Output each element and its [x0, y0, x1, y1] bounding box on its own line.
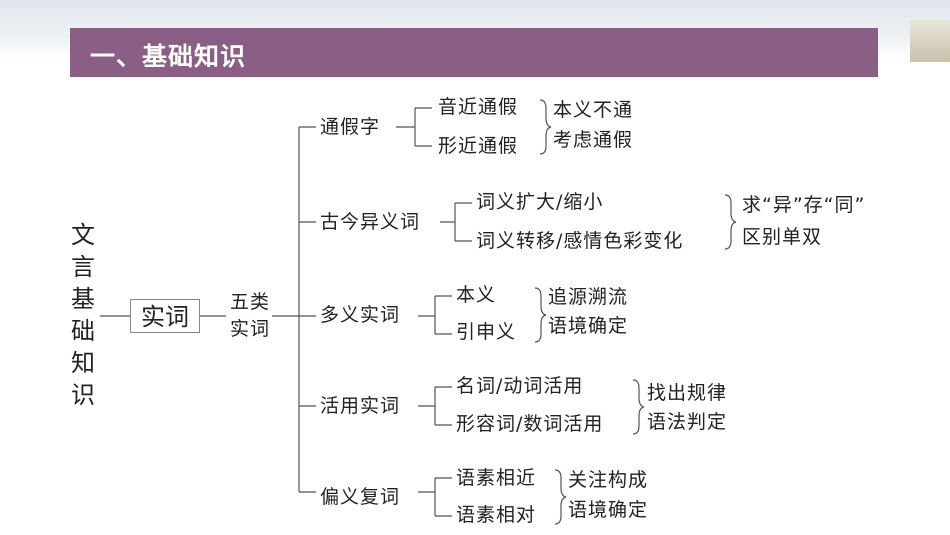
branch-item: 形容词/数词活用: [456, 413, 604, 435]
root-char: 文: [71, 221, 95, 249]
root-char: 识: [71, 381, 95, 409]
branch-item: 引申义: [456, 321, 517, 343]
root-char: 知: [71, 349, 95, 377]
branch-label: 偏义复词: [320, 486, 401, 508]
branch-label: 活用实词: [320, 395, 401, 417]
branch-note: 求“异”存“同”: [742, 194, 866, 216]
branch-note: 语法判定: [647, 411, 728, 433]
branch-item: 音近通假: [438, 96, 519, 118]
decorative-image: [910, 20, 950, 62]
root-char: 基: [71, 285, 95, 313]
branch-label: 通假字: [320, 116, 381, 138]
section-title: 一、基础知识: [90, 42, 247, 71]
root-char: 言: [71, 253, 95, 281]
branch-item: 词义扩大/缩小: [476, 191, 604, 213]
branch-note: 本义不通: [553, 99, 634, 121]
branch-label: 多义实词: [320, 304, 401, 326]
branch-item: 词义转移/感情色彩变化: [476, 230, 684, 252]
branch-note: 关注构成: [568, 469, 649, 491]
branch-label: 古今异义词: [320, 211, 421, 233]
category-label: 实词: [230, 318, 271, 340]
category-label: 五类: [230, 291, 271, 313]
branch-note: 语境确定: [568, 499, 649, 521]
branch-note: 区别单双: [742, 226, 823, 248]
branch-item: 形近通假: [438, 135, 519, 157]
root-char: 础: [71, 317, 95, 345]
branch-note: 找出规律: [647, 382, 728, 404]
branch-item: 名词/动词活用: [456, 375, 584, 397]
branch-item: 语素相对: [456, 504, 537, 526]
branch-item: 本义: [456, 284, 497, 306]
branch-note: 语境确定: [548, 315, 629, 337]
branch-note: 追源溯流: [548, 286, 629, 308]
node-shici: 实词: [130, 299, 200, 333]
branch-item: 语素相近: [456, 467, 537, 489]
section-title-bar: 一、基础知识: [70, 28, 878, 77]
branch-note: 考虑通假: [553, 129, 634, 151]
